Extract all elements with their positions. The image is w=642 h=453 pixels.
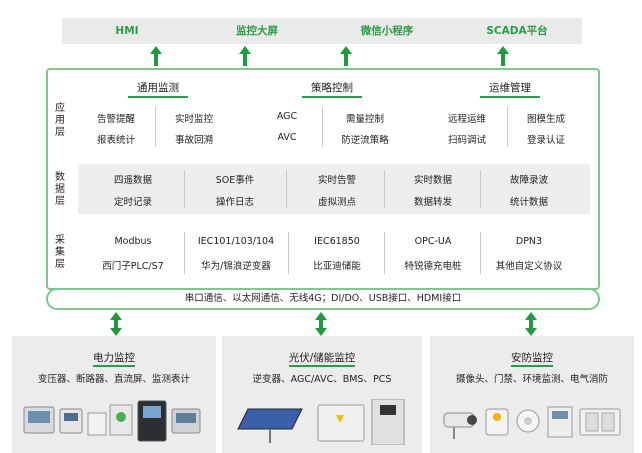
- data-cell: 实时告警: [317, 175, 356, 186]
- divider: [480, 170, 481, 208]
- divider: [322, 107, 323, 147]
- data-cell: SOE事件: [215, 175, 255, 186]
- top-item-wechat: 微信小程序: [360, 25, 414, 37]
- data-cell: 操作日志: [215, 197, 254, 208]
- app-cell: 扫码调试: [447, 135, 486, 146]
- app-header-ops: 运维管理: [480, 80, 540, 98]
- up-arrow-icon: [150, 46, 162, 66]
- app-cell: AVC: [277, 132, 297, 143]
- data-cell: 数据转发: [413, 197, 452, 208]
- data-layer-band: [78, 164, 590, 214]
- app-cell: 登录认证: [526, 135, 565, 146]
- divider: [155, 107, 156, 147]
- top-item-hmi: HMI: [115, 25, 139, 37]
- divider: [384, 170, 385, 208]
- app-cell: 告警提醒: [96, 114, 135, 125]
- panel-title: 安防监控: [511, 352, 553, 367]
- bidirectional-arrow-icon: [110, 312, 122, 336]
- app-cell: 事故回溯: [174, 135, 213, 146]
- divider: [480, 232, 481, 274]
- data-cell: 故障录波: [509, 175, 548, 186]
- panel-title: 电力监控: [93, 352, 135, 367]
- layer-label-data: 数据层: [55, 172, 65, 207]
- layer-label-app: 应用层: [55, 103, 65, 138]
- top-platform-bar: HMI 监控大屏 微信小程序 SCADA平台: [62, 18, 582, 44]
- data-cell: 统计数据: [509, 197, 548, 208]
- divider: [184, 232, 185, 274]
- top-item-dashboard: 监控大屏: [236, 25, 278, 37]
- data-cell: 定时记录: [113, 197, 152, 208]
- panel-power-monitoring: 电力监控 变压器、断路器、直流屏、监测表计: [12, 336, 216, 453]
- divider: [286, 170, 287, 208]
- divider: [184, 170, 185, 208]
- collect-cell: 西门子PLC/S7: [102, 261, 164, 272]
- panel-desc: 摄像头、门禁、环境监测、电气消防: [455, 374, 608, 385]
- app-header-general: 通用监测: [128, 80, 188, 98]
- up-arrow-icon: [497, 46, 509, 66]
- up-arrow-icon: [239, 46, 251, 66]
- collect-cell: 特锐德充电桩: [404, 261, 462, 272]
- bidirectional-arrow-icon: [525, 312, 537, 336]
- collect-cell: 比亚迪储能: [313, 261, 361, 272]
- collect-cell: 华为/锦浪逆变器: [201, 261, 271, 272]
- collect-cell: 其他自定义协议: [495, 261, 563, 272]
- collect-cell: OPC-UA: [414, 236, 452, 247]
- collect-cell: DPN3: [515, 236, 543, 247]
- layer-label-collect: 采集层: [55, 235, 65, 270]
- communication-interfaces-bar: 串口通信、以太网通信、无线4G；DI/DO、USB接口、HDMI接口: [46, 288, 600, 310]
- divider: [288, 232, 289, 274]
- panel-security-monitoring: 安防监控 摄像头、门禁、环境监测、电气消防: [430, 336, 634, 453]
- app-cell: AGC: [276, 111, 298, 122]
- app-cell: 报表统计: [96, 135, 135, 146]
- app-cell: 实时监控: [174, 114, 213, 125]
- power-devices-image: [23, 400, 201, 442]
- app-cell: 远程运维: [447, 114, 486, 125]
- panel-desc: 变压器、断路器、直流屏、监测表计: [37, 374, 190, 385]
- app-header-strategy: 策略控制: [302, 80, 362, 98]
- security-devices-image: [443, 406, 621, 439]
- up-arrow-icon: [340, 46, 352, 66]
- collect-cell: IEC101/103/104: [197, 236, 275, 247]
- collect-cell: Modbus: [114, 236, 152, 247]
- pv-storage-devices-image: [237, 399, 405, 445]
- panel-pv-storage-monitoring: 光伏/储能监控 逆变器、AGC/AVC、BMS、PCS: [222, 336, 422, 453]
- bidirectional-arrow-icon: [315, 312, 327, 336]
- panel-title: 光伏/储能监控: [288, 352, 356, 367]
- divider: [507, 107, 508, 147]
- top-item-scada: SCADA平台: [486, 25, 548, 37]
- data-cell: 虚拟测点: [317, 197, 356, 208]
- panel-desc: 逆变器、AGC/AVC、BMS、PCS: [252, 374, 392, 385]
- collect-cell: IEC61850: [314, 236, 360, 247]
- divider: [384, 232, 385, 274]
- app-cell: 图模生成: [526, 114, 565, 125]
- app-cell: 防逆流策略: [341, 135, 389, 146]
- data-cell: 四遥数据: [113, 175, 152, 186]
- app-cell: 需量控制: [345, 114, 384, 125]
- data-cell: 实时数据: [413, 175, 452, 186]
